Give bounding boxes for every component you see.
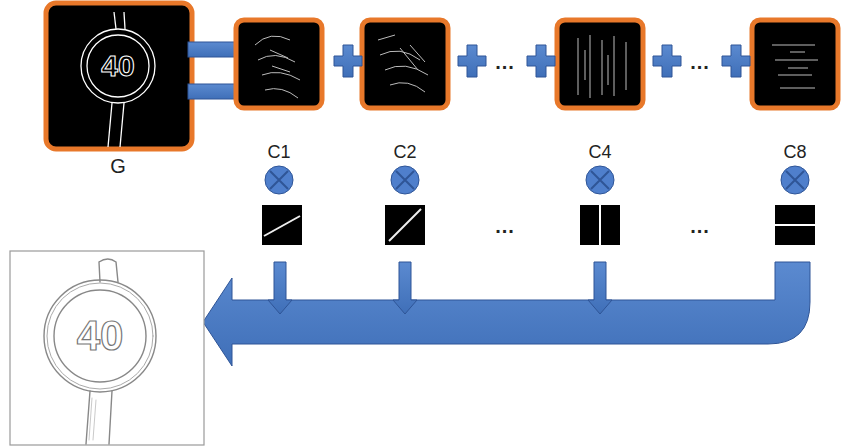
output-sketch-frame <box>10 251 204 445</box>
sum-arrow <box>203 262 810 366</box>
line-kernel <box>262 205 815 245</box>
input-image <box>46 3 192 149</box>
output-sketch: 40 <box>10 251 204 445</box>
equals-sign <box>188 84 240 99</box>
coefficient-label: C2 <box>393 143 416 161</box>
response-images <box>236 20 838 108</box>
ellipsis: ... <box>495 216 515 236</box>
multiply-circle <box>265 166 809 194</box>
input-image: 40G <box>46 3 192 149</box>
response-strokes <box>255 35 818 98</box>
coefficient-label: C4 <box>588 143 611 161</box>
sign-number: 40 <box>101 51 134 81</box>
ellipsis: ... <box>690 52 710 72</box>
image-label: G <box>110 156 126 176</box>
pencil-sketch <box>44 259 156 444</box>
ellipsis: ... <box>495 52 515 72</box>
sign-number: 40 <box>77 315 124 357</box>
plus-sign <box>334 45 750 77</box>
sign-edges <box>81 12 155 147</box>
ellipsis: ... <box>690 216 710 236</box>
equals-sign <box>188 42 240 57</box>
coefficient-label: C1 <box>267 143 290 161</box>
coefficient-label: C8 <box>783 143 806 161</box>
